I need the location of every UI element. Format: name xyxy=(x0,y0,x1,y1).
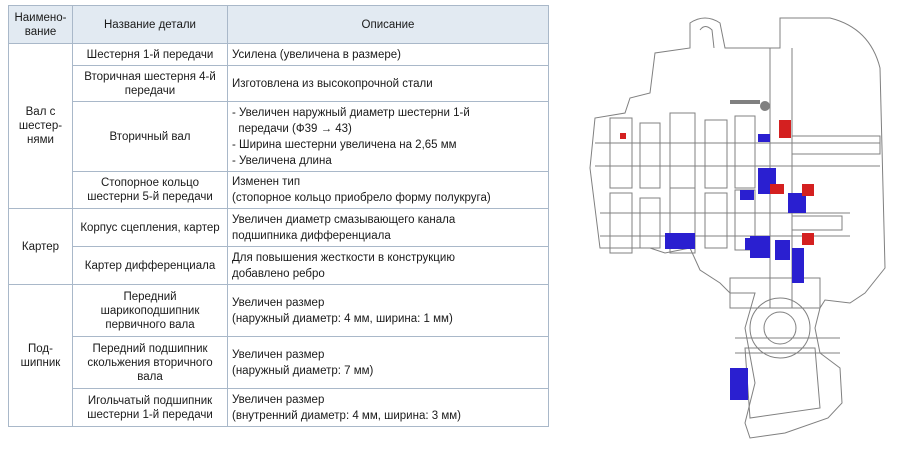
group-shafts: Вал с шестер-нями xyxy=(8,43,73,209)
table-row: Вторичный вал - Увеличен наружный диамет… xyxy=(9,101,549,172)
table-row: Игольчатый подшипник шестерни 1-й переда… xyxy=(9,388,549,427)
part-name: Шестерня 1-й передачи xyxy=(72,43,228,66)
table-row: Стопорное кольцо шестерни 5-й передачи И… xyxy=(9,171,549,209)
part-description: Увеличен размер (наружный диаметр: 7 мм) xyxy=(227,336,549,389)
group-case: Картер xyxy=(8,208,73,285)
part-name: Корпус сцепления, картер xyxy=(72,208,228,247)
table-row: Под-шипник Передний шарикоподшипник перв… xyxy=(8,284,549,427)
part-description: Изменен тип (стопорное кольцо приобрело … xyxy=(227,171,549,209)
part-name: Стопорное кольцо шестерни 5-й передачи xyxy=(72,171,228,209)
part-description: Увеличен диаметр смазывающего канала под… xyxy=(227,208,549,247)
table-row: Вторичная шестерня 4-й передачи Изготовл… xyxy=(9,65,549,102)
part-name: Вторичная шестерня 4-й передачи xyxy=(72,65,228,102)
part-description: Для повышения жесткости в конструкцию до… xyxy=(227,246,549,285)
header-group: Наимено-вание xyxy=(8,5,73,44)
part-name: Игольчатый подшипник шестерни 1-й переда… xyxy=(72,388,228,427)
table-header-row: Наимено-вание Название детали Описание xyxy=(8,5,549,44)
transmission-cross-section-drawing xyxy=(589,17,886,439)
part-name: Передний шарикоподшипник первичного вала xyxy=(72,284,228,337)
part-name: Передний подшипник скольжения вторичного… xyxy=(72,336,228,389)
part-name: Картер дифференциала xyxy=(72,246,228,285)
part-description: Изготовлена из высокопрочной стали xyxy=(227,65,549,102)
table-row: Картер Корпус сцепления, картер Увеличен… xyxy=(8,208,549,285)
part-description: - Увеличен наружный диаметр шестерни 1-й… xyxy=(227,101,549,172)
table-row: Вал с шестер-нями Шестерня 1-й передачи … xyxy=(8,43,549,209)
part-description: Усилена (увеличена в размере) xyxy=(227,43,549,66)
part-name: Вторичный вал xyxy=(72,101,228,172)
spec-table: Наимено-вание Название детали Описание В… xyxy=(8,5,549,427)
group-bearings: Под-шипник xyxy=(8,284,73,427)
part-description: Увеличен размер (внутренний диаметр: 4 м… xyxy=(227,388,549,427)
part-description: Увеличен размер (наружный диаметр: 4 мм,… xyxy=(227,284,549,337)
table-row: Картер дифференциала Для повышения жестк… xyxy=(9,246,549,285)
header-part: Название детали xyxy=(72,5,228,44)
header-description: Описание xyxy=(227,5,549,44)
table-row: Передний подшипник скольжения вторичного… xyxy=(9,336,549,389)
